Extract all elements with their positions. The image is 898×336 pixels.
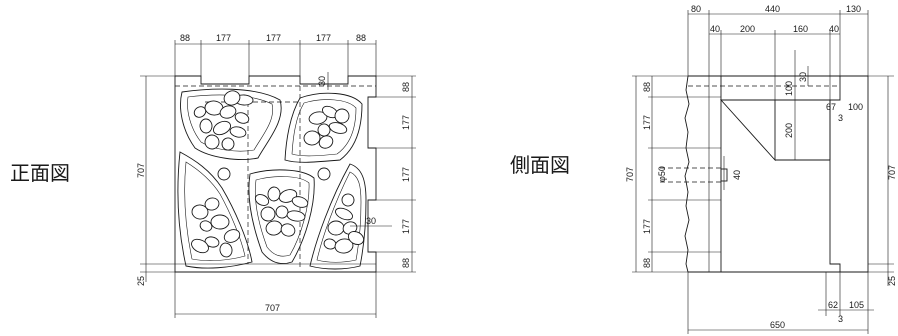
pocket-bottom-right	[309, 163, 367, 270]
stone	[327, 220, 345, 236]
stone	[234, 112, 250, 124]
side-sub-dim-200: 200	[740, 24, 755, 34]
side-dim-200: 200	[784, 123, 794, 138]
stone	[286, 210, 306, 222]
side-dim-30: 30	[798, 72, 808, 82]
stone	[223, 90, 241, 106]
side-left-dim-2: 177	[642, 115, 652, 130]
pocket-bottom-right-inner	[316, 171, 362, 263]
stone	[334, 108, 350, 124]
stone	[213, 120, 231, 136]
front-top-dim-2: 177	[216, 33, 231, 43]
side-bottom-dim-3: 3	[838, 314, 843, 324]
front-top-dim-5: 88	[356, 33, 366, 43]
front-top-dim-3: 177	[266, 33, 281, 43]
side-hole-hidden	[660, 167, 721, 183]
front-right-dim-3: 177	[401, 167, 411, 182]
side-bottom-dim-650: 650	[770, 320, 785, 330]
front-left-dim-25: 25	[136, 276, 146, 286]
stone	[291, 196, 309, 208]
pocket-top-left	[180, 88, 282, 160]
stone	[219, 242, 233, 258]
pocket-bottom-center	[248, 169, 315, 264]
stone	[229, 126, 247, 138]
side-right-dim-707: 707	[887, 165, 897, 180]
stone	[199, 118, 213, 134]
front-view: 88 177 177 177 88 707 25 88 177 177 177 …	[136, 33, 416, 318]
side-block-outline	[688, 75, 722, 273]
side-view-label: 側面図	[510, 153, 570, 177]
stone	[303, 130, 321, 146]
front-right-dim-2: 177	[401, 115, 411, 130]
stone	[204, 134, 220, 150]
side-dim-100: 100	[784, 81, 794, 96]
front-left-dim-707: 707	[136, 163, 146, 178]
stone	[275, 205, 289, 219]
stone	[199, 220, 213, 232]
stone	[219, 105, 237, 119]
pocket-bottom-center-inner	[255, 176, 310, 257]
front-bottom-dim: 707	[265, 303, 280, 313]
stone	[347, 231, 365, 245]
side-sub-dim-160: 160	[793, 24, 808, 34]
stone	[204, 197, 220, 211]
side-buttress	[719, 99, 776, 162]
front-hole-right	[317, 167, 331, 181]
side-left-dim-1: 88	[642, 82, 652, 92]
side-bottom-dim-105: 105	[849, 300, 864, 310]
side-left-dim-707: 707	[625, 167, 635, 182]
front-right-dim-1: 88	[401, 82, 411, 92]
stone	[191, 238, 209, 254]
side-hole-dia: φ50	[657, 166, 667, 182]
side-right-dim-25: 25	[887, 276, 897, 286]
stone	[191, 204, 209, 220]
side-rough-face	[684, 75, 690, 273]
side-back-block	[829, 75, 869, 273]
stone	[260, 206, 276, 222]
stone	[265, 220, 283, 236]
side-left-dim-5: 88	[642, 258, 652, 268]
front-right-dim-4: 177	[401, 219, 411, 234]
side-sub-dim-40-left: 40	[710, 24, 720, 34]
side-dim-3-top: 3	[838, 113, 843, 123]
stone-fill	[191, 90, 365, 258]
front-hole-left	[217, 167, 231, 181]
front-top-dim-4: 177	[316, 33, 331, 43]
side-bottom-dim-62: 62	[828, 300, 838, 310]
stone	[221, 137, 235, 151]
side-top-dim-130: 130	[846, 4, 861, 14]
stone	[335, 207, 353, 221]
stone	[223, 229, 241, 243]
stone	[328, 122, 348, 134]
stone	[204, 236, 220, 248]
side-top-dim-440: 440	[765, 4, 780, 14]
front-notch-dim: 30	[317, 76, 327, 86]
stone	[334, 238, 354, 254]
side-sub-dim-40-right: 40	[829, 24, 839, 34]
pocket-top-right	[284, 92, 363, 163]
side-dim-67: 67	[826, 102, 836, 112]
side-hole-depth: 40	[732, 170, 742, 180]
front-top-dim-1: 88	[180, 33, 190, 43]
stone	[318, 135, 334, 149]
stone	[341, 193, 355, 207]
stone	[210, 214, 230, 230]
stone	[254, 194, 270, 206]
front-right-dim-5: 88	[401, 258, 411, 268]
stone	[267, 186, 281, 202]
side-top-dim-80: 80	[691, 4, 701, 14]
side-view: 80 440 130 40 200 160 40 88 177 177 88 7…	[625, 4, 897, 334]
side-left-dim-4: 177	[642, 219, 652, 234]
stone	[280, 223, 296, 237]
front-groove-dim: 30	[366, 216, 376, 226]
side-dim-100-right: 100	[848, 102, 863, 112]
pocket-bottom-left-inner	[184, 161, 246, 261]
pocket-top-right-inner	[291, 99, 357, 157]
front-view-label: 正面図	[10, 161, 70, 185]
pocket-bottom-left	[177, 151, 253, 269]
